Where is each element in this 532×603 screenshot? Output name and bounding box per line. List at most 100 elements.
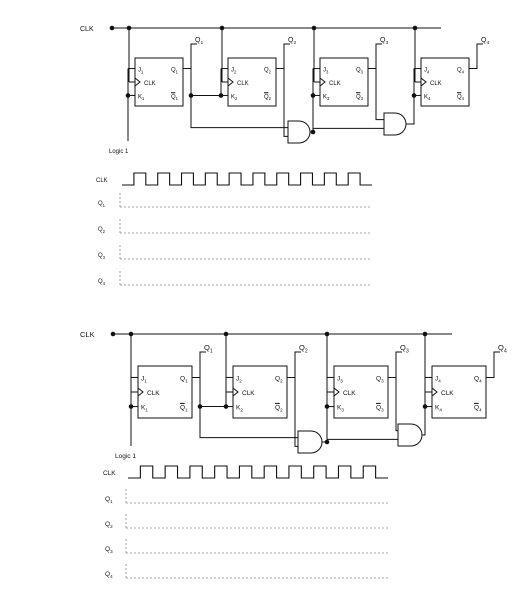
and1-to-and2 xyxy=(312,127,384,132)
clk-input-label: CLK xyxy=(441,390,454,397)
q1-to-and1 xyxy=(190,95,288,129)
q-output-line xyxy=(192,351,206,378)
j-input-label: J1 xyxy=(141,375,147,383)
q-output-label: Q1 xyxy=(180,375,188,383)
k-input-label: K3 xyxy=(323,94,330,101)
q-output-label: Q2 xyxy=(275,375,283,383)
clock-bus-input-dot xyxy=(109,25,115,31)
ff2-jk-dot xyxy=(223,404,229,409)
clock-junction-dot xyxy=(223,331,229,337)
clock-junction-dot xyxy=(422,331,428,337)
clock-junction-dot xyxy=(324,331,330,337)
q-bar-output-label: Q3 xyxy=(356,94,364,101)
q-output-line xyxy=(388,351,402,378)
flip-flop-4 xyxy=(431,365,487,419)
logic-1-label: Logic 1 xyxy=(115,453,136,460)
counter-diagram-1: CLKJ1K1CLKQ1Q1Q1J2K2CLKQ2Q2Q2J3K3CLKQ3Q3… xyxy=(80,25,489,286)
q-output-name: Q4 xyxy=(498,343,507,354)
clock-waveform xyxy=(128,465,388,479)
k-input-label: K1 xyxy=(141,405,148,413)
clk-label: CLK xyxy=(80,330,95,339)
clk-label: CLK xyxy=(80,26,94,33)
clock-triangle xyxy=(333,387,340,397)
j-input-label: J3 xyxy=(323,68,329,75)
q-output-name: Q1 xyxy=(204,343,213,354)
k-input-label: K3 xyxy=(337,405,344,413)
q1-to-and1 xyxy=(199,406,298,439)
timing-row-label: Q3 xyxy=(105,546,113,554)
q-output-line xyxy=(469,43,483,70)
q-output-label: Q3 xyxy=(356,68,364,75)
k-input-label: K4 xyxy=(424,94,431,101)
q2-to-and1 xyxy=(294,377,298,447)
k-input-label: K4 xyxy=(435,405,442,413)
ff3-jk-dot xyxy=(310,93,316,98)
q-output-label: Q1 xyxy=(171,68,179,75)
q-output-label: Q2 xyxy=(264,68,272,75)
q-output-line xyxy=(368,43,382,70)
q3-to-and2 xyxy=(375,68,384,121)
logic-1-label: Logic 1 xyxy=(109,149,129,155)
timing-row-label: Q2 xyxy=(105,521,113,529)
j-input-label: J2 xyxy=(236,375,242,383)
and1-to-jk3 xyxy=(310,68,314,133)
q-bar-output-label: Q3 xyxy=(376,405,384,413)
q-output-name: Q1 xyxy=(195,37,203,46)
clock-junction-dot xyxy=(311,25,317,31)
j-input-label: J2 xyxy=(231,68,237,75)
and-gate-2 xyxy=(397,423,423,447)
flip-flop-3 xyxy=(333,365,389,419)
q-bar-output-label: Q1 xyxy=(180,405,188,413)
q3-to-and2 xyxy=(395,377,398,432)
clock-triangle xyxy=(319,77,326,87)
clock-junction-dot xyxy=(412,25,418,31)
q-bar-output-label: Q1 xyxy=(171,94,179,101)
flip-flop-1 xyxy=(137,365,193,419)
q-output-name: Q2 xyxy=(288,37,296,46)
and1-to-and2 xyxy=(326,438,398,442)
k-input-label: K2 xyxy=(236,405,243,413)
clk-input-label: CLK xyxy=(329,81,341,87)
clock-junction-dot xyxy=(128,331,134,337)
q-bar-output-label: Q4 xyxy=(474,405,482,413)
clock-junction-dot xyxy=(219,25,225,31)
flip-flop-2 xyxy=(227,57,277,107)
counter-diagram-2: CLKJ1K1CLKQ1Q1Q1J2K2CLKQ2Q2Q2J3K3CLKQ3Q3… xyxy=(80,330,507,579)
clock-waveform xyxy=(122,172,372,186)
q-output-label: Q4 xyxy=(474,375,482,383)
k-input-label: K2 xyxy=(231,94,238,101)
q-output-name: Q3 xyxy=(380,37,388,46)
q-bar-output-label: Q2 xyxy=(264,94,272,101)
j-input-label: J4 xyxy=(424,68,430,75)
clk-input-label: CLK xyxy=(242,390,255,397)
q-output-line xyxy=(276,43,290,70)
timing-row-label: Q2 xyxy=(98,227,106,234)
timing-clk-label: CLK xyxy=(96,178,108,184)
ff4-jk-dot xyxy=(422,404,428,409)
ff2-jk-dot xyxy=(218,93,224,98)
j-input-label: J3 xyxy=(337,375,343,383)
q-output-label: Q4 xyxy=(457,68,465,75)
ff3-jk-dot xyxy=(324,404,330,409)
flip-flop-2 xyxy=(232,365,288,419)
timing-row-label: Q1 xyxy=(98,201,106,208)
clk-input-label: CLK xyxy=(237,81,249,87)
flip-flop-1 xyxy=(134,57,184,107)
and2-to-jk4 xyxy=(406,68,415,125)
and2-to-jk4 xyxy=(422,377,426,436)
q-bar-output-label: Q2 xyxy=(275,405,283,413)
k-input-label: K1 xyxy=(138,94,145,101)
q-output-name: Q3 xyxy=(400,343,409,354)
clk-input-label: CLK xyxy=(430,81,442,87)
clock-triangle xyxy=(134,77,141,87)
q-output-line xyxy=(287,351,301,378)
q-output-line xyxy=(486,351,500,378)
timing-row-label: Q3 xyxy=(98,253,106,260)
q-output-name: Q2 xyxy=(299,343,308,354)
clk-input-label: CLK xyxy=(144,81,156,87)
and-gate-1 xyxy=(287,120,311,144)
clock-triangle xyxy=(232,387,239,397)
and1-to-jk3 xyxy=(322,377,328,443)
